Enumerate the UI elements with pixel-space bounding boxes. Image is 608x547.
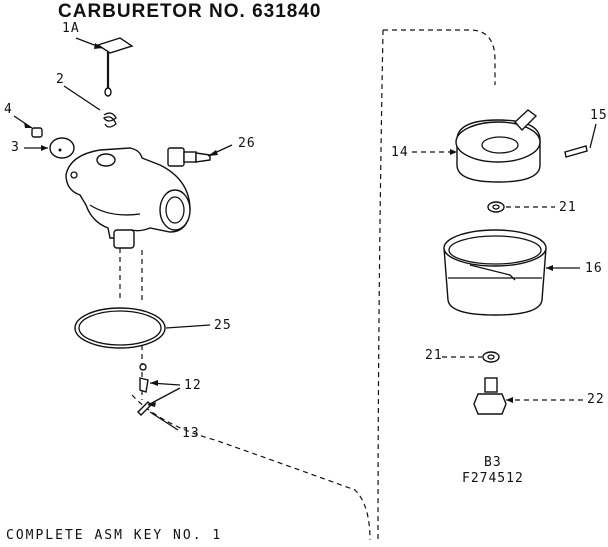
part-1a-choke-shaft bbox=[96, 37, 134, 97]
part-21-washer-lower bbox=[482, 351, 500, 363]
part-15-pin bbox=[564, 145, 588, 158]
part-22-bowl-nut bbox=[473, 377, 507, 415]
drawing-code-b3: B3 bbox=[484, 455, 502, 470]
assembly-boundary bbox=[131, 29, 496, 541]
callout-4: 4 bbox=[4, 102, 13, 117]
part-2-spring bbox=[103, 112, 117, 128]
part-4-screw bbox=[31, 127, 43, 138]
callout-26: 26 bbox=[238, 136, 256, 151]
part-14-float bbox=[455, 109, 541, 183]
callout-3: 3 bbox=[11, 140, 20, 155]
drawing-code-number: F274512 bbox=[462, 471, 524, 486]
callout-16: 16 bbox=[585, 261, 603, 276]
callout-22: 22 bbox=[587, 392, 605, 407]
part-3-choke-plate bbox=[49, 137, 75, 159]
callout-15: 15 bbox=[590, 108, 608, 123]
callout-21-upper: 21 bbox=[559, 200, 577, 215]
callout-2: 2 bbox=[56, 72, 65, 87]
part-26-fitting bbox=[167, 147, 211, 167]
callout-25: 25 bbox=[214, 318, 232, 333]
footer-note: COMPLETE ASM KEY NO. 1 bbox=[6, 528, 223, 543]
callout-1a: 1A bbox=[62, 21, 80, 36]
carburetor-body bbox=[65, 147, 191, 249]
callout-14: 14 bbox=[391, 145, 409, 160]
part-21-washer-upper bbox=[487, 201, 505, 213]
part-12-needle-seat bbox=[139, 363, 149, 393]
arrowheads bbox=[24, 43, 553, 407]
callout-12: 12 bbox=[184, 378, 202, 393]
callout-21-lower: 21 bbox=[425, 348, 443, 363]
part-25-gasket bbox=[74, 307, 166, 349]
callout-13: 13 bbox=[182, 426, 200, 441]
part-16-bowl bbox=[443, 229, 547, 316]
diagram-title: CARBURETOR NO. 631840 bbox=[58, 1, 322, 22]
